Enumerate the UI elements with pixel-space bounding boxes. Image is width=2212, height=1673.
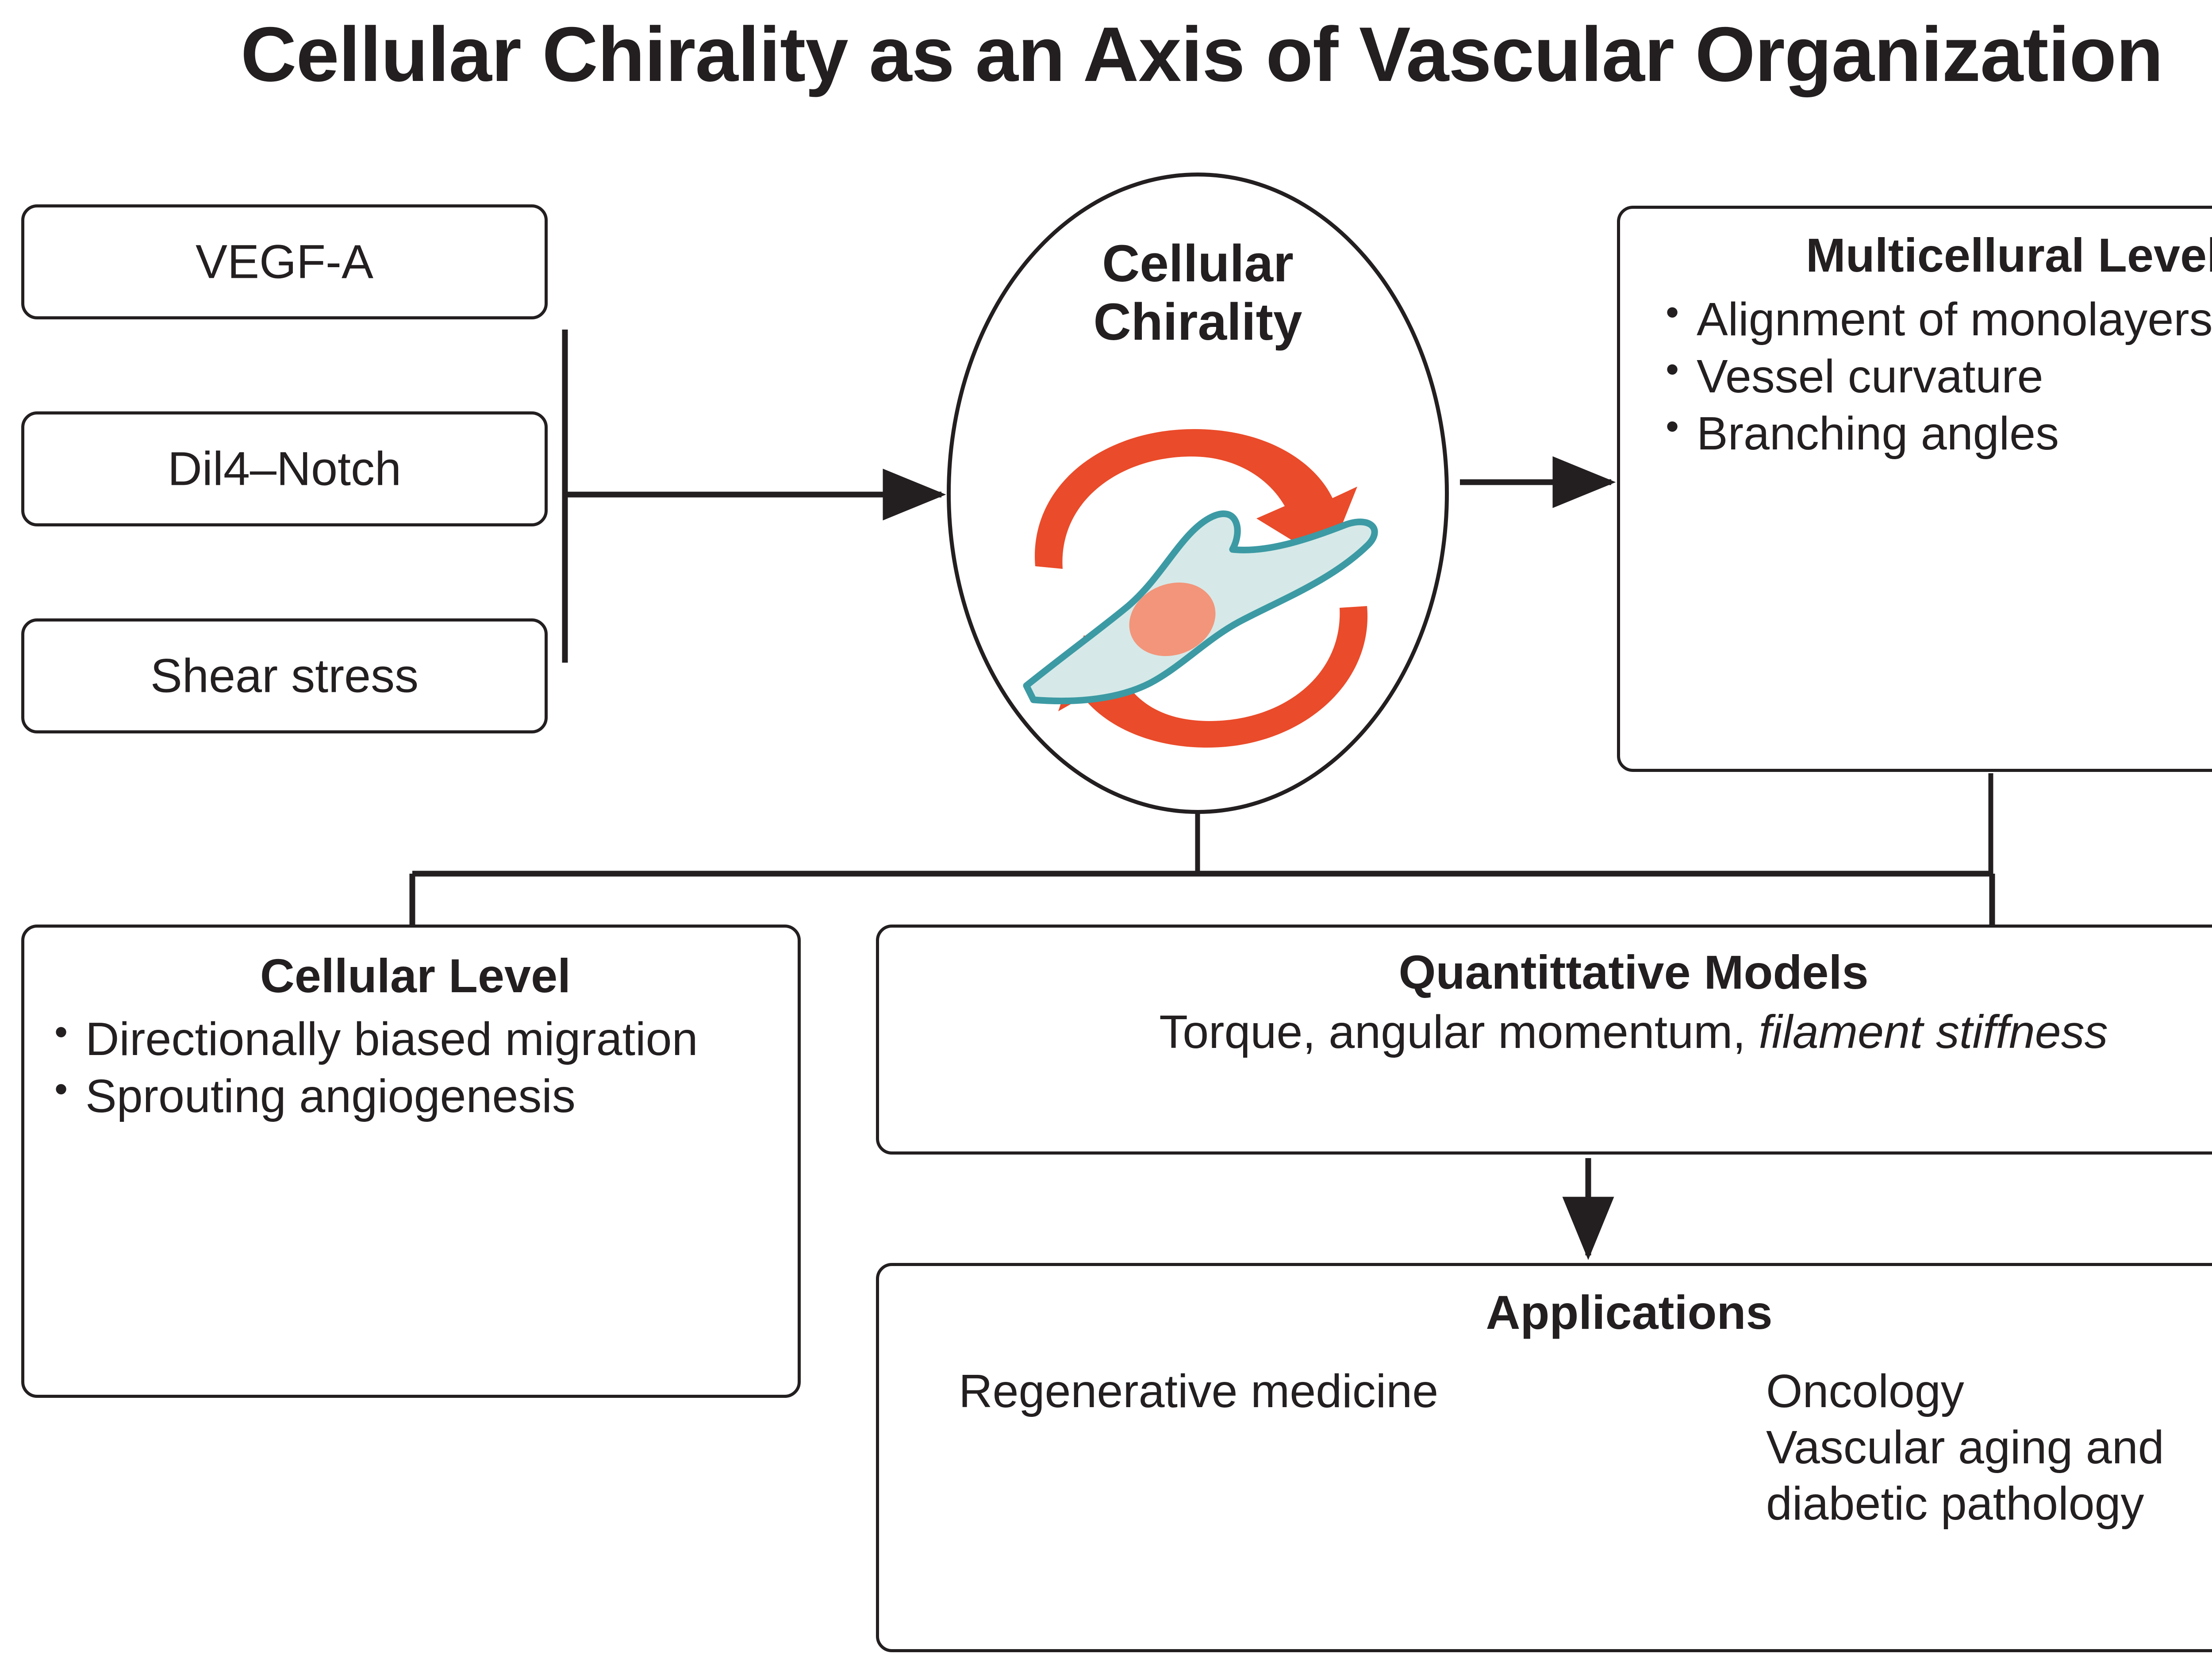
multicellular-level-box[interactable]: Multicellural Level Alignment of monolay…	[1617, 206, 2212, 772]
cellular-level-box[interactable]: Cellular Level Directionally biased migr…	[21, 925, 801, 1398]
driver-label: VEGF-A	[195, 234, 374, 288]
applications-box[interactable]: Applications Regenerative medicine Oncol…	[876, 1263, 2212, 1652]
applications-right-column: Oncology Vascular aging and diabetic pat…	[1766, 1363, 2164, 1532]
cell-nucleus	[1129, 582, 1216, 656]
quantitative-models-box[interactable]: Quantittative Models Torque, angular mom…	[876, 925, 2212, 1155]
list-item: Branching angles	[1662, 405, 2212, 461]
rotation-arrow-cw	[1035, 429, 1357, 569]
rotation-arrow-ccw	[1058, 606, 1368, 748]
list-item: Vessel curvature	[1662, 348, 2212, 404]
applications-right-line3: diabetic pathology	[1766, 1477, 2144, 1530]
driver-box-vegfa[interactable]: VEGF-A	[21, 204, 548, 319]
list-item: Sprouting angiogenesis	[51, 1067, 780, 1124]
hub-title-line2: Chirality	[1093, 293, 1302, 352]
quantitative-body-plain: Torque, angular momentum,	[1159, 1005, 1759, 1058]
driver-box-shear-stress[interactable]: Shear stress	[21, 618, 548, 733]
list-item: Directionally biased migration	[51, 1010, 780, 1067]
hub-title-line1: Cellular	[1102, 234, 1294, 293]
cellular-heading: Cellular Level	[260, 949, 571, 1002]
page-title: Cellular Chirality as an Axis of Vascula…	[240, 12, 2163, 98]
hub-title: Cellular Chirality	[947, 234, 1449, 351]
quantitative-heading: Quantittative Models	[1398, 945, 1869, 999]
applications-heading: Applications	[1486, 1285, 1773, 1339]
applications-right-line2: Vascular aging and	[1766, 1421, 2164, 1474]
multicellular-bullet-list: Alignment of monolayers Vessel curvature…	[1662, 291, 2212, 461]
chiral-cell-icon	[1023, 429, 1378, 748]
list-item: Alignment of monolayers	[1662, 291, 2212, 347]
quantitative-body: Torque, angular momentum, filament stiff…	[906, 1005, 2212, 1059]
multicellular-heading: Multicellural Level	[1805, 228, 2212, 282]
driver-label: Dil4–Notch	[167, 441, 402, 495]
applications-right-line1: Oncology	[1766, 1365, 1964, 1417]
quantitative-body-italic: filament stiffness	[1759, 1005, 2108, 1058]
applications-left-column: Regenerative medicine	[959, 1365, 1439, 1417]
cellular-bullet-list: Directionally biased migration Sprouting…	[51, 1010, 780, 1124]
driver-box-dll4-notch[interactable]: Dil4–Notch	[21, 411, 548, 526]
driver-label: Shear stress	[150, 648, 419, 702]
